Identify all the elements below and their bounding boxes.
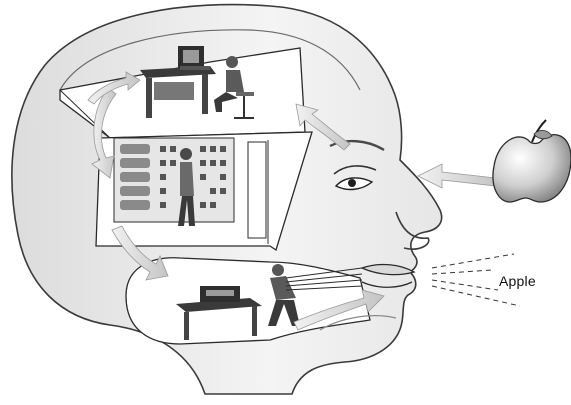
arrow-apple-to-eye (418, 164, 496, 188)
apple-icon (493, 120, 571, 202)
spoken-word-label: Apple (499, 273, 536, 289)
filing-cabinet (114, 138, 234, 222)
